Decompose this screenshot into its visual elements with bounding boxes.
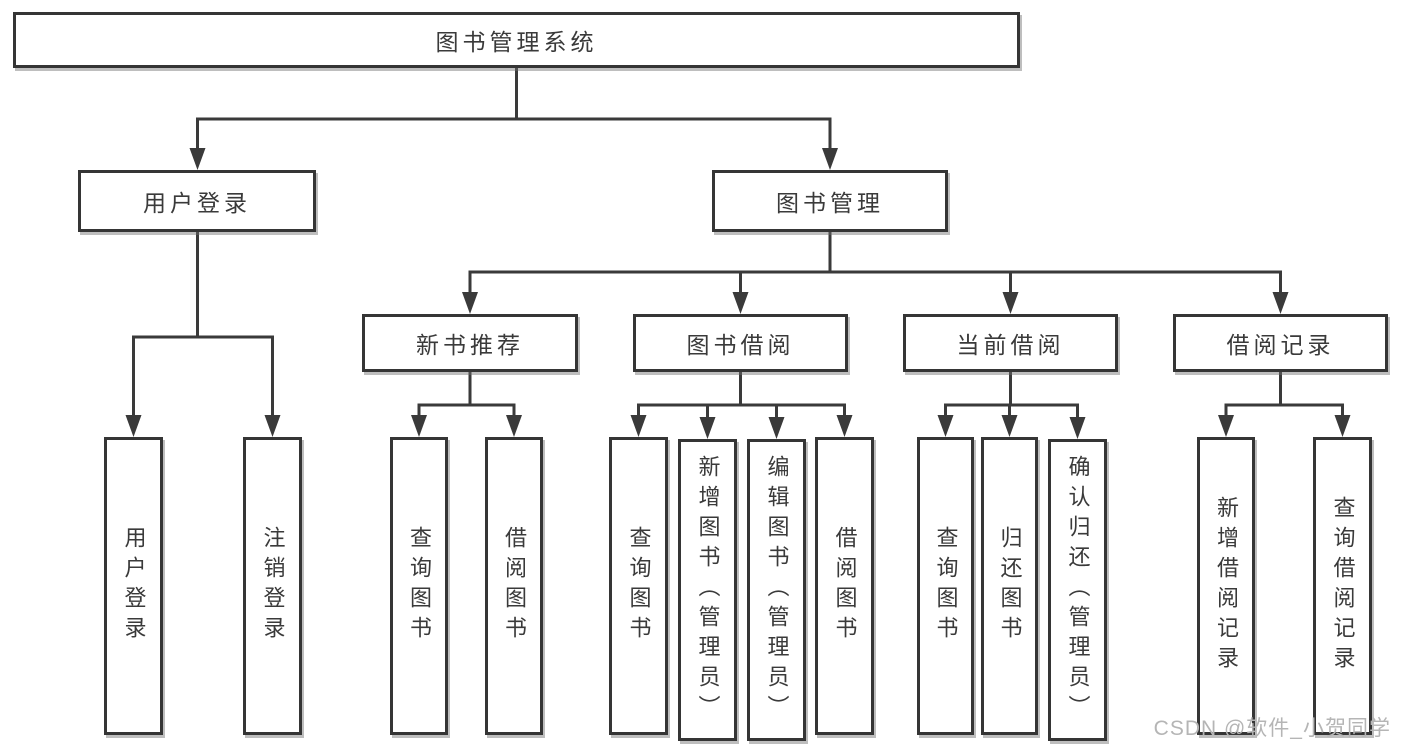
node-borrowing-records-label: 借阅记录 bbox=[1226, 332, 1335, 358]
leaf-borrow-books-1-label: 借阅图书 bbox=[502, 526, 527, 646]
arrow-icon bbox=[822, 148, 838, 170]
arrow-icon bbox=[462, 292, 478, 314]
arrow-icon bbox=[125, 415, 142, 437]
arrow-icon bbox=[1002, 292, 1019, 314]
arrow-icon bbox=[1069, 417, 1086, 439]
leaf-add-books-admin-label: 新增图书（管理员） bbox=[695, 455, 721, 725]
node-book-borrowing-label: 图书借阅 bbox=[686, 332, 795, 358]
leaf-add-borrow-record: 新增借阅记录 bbox=[1197, 437, 1255, 735]
leaf-return-books: 归还图书 bbox=[981, 437, 1038, 735]
leaf-query-books-1-label: 查询图书 bbox=[407, 526, 432, 646]
arrow-icon bbox=[506, 415, 522, 437]
leaf-query-books-3: 查询图书 bbox=[917, 437, 974, 735]
leaf-query-borrow-record-label: 查询借阅记录 bbox=[1330, 496, 1356, 676]
leaf-query-books-2-label: 查询图书 bbox=[626, 526, 652, 646]
node-book-management-label: 图书管理 bbox=[776, 190, 884, 216]
arrowheads bbox=[125, 148, 1351, 439]
leaf-logout-label: 注销登录 bbox=[260, 526, 286, 646]
node-user-login-label: 用户登录 bbox=[143, 190, 251, 216]
node-library-system-label: 图书管理系统 bbox=[435, 29, 598, 55]
arrow-icon bbox=[699, 417, 716, 439]
node-current-borrowing-label: 当前借阅 bbox=[956, 332, 1065, 358]
arrow-icon bbox=[189, 148, 206, 170]
arrow-icon bbox=[836, 415, 853, 437]
arrow-icon bbox=[937, 415, 954, 437]
arrow-icon bbox=[768, 417, 785, 439]
leaf-query-books-1: 查询图书 bbox=[390, 437, 448, 735]
leaf-edit-books-admin-label: 编辑图书（管理员） bbox=[764, 455, 790, 725]
node-library-system: 图书管理系统 bbox=[13, 12, 1020, 68]
leaf-borrow-books-2: 借阅图书 bbox=[815, 437, 874, 735]
arrow-icon bbox=[1001, 415, 1018, 437]
leaf-confirm-return-admin: 确认归还（管理员） bbox=[1048, 439, 1107, 741]
arrow-icon bbox=[1218, 415, 1234, 437]
arrow-icon bbox=[411, 415, 427, 437]
arrow-icon bbox=[732, 292, 749, 314]
node-book-management: 图书管理 bbox=[712, 170, 948, 232]
node-current-borrowing: 当前借阅 bbox=[903, 314, 1118, 372]
node-new-book-recommend: 新书推荐 bbox=[362, 314, 578, 372]
node-user-login: 用户登录 bbox=[78, 170, 316, 232]
csdn-watermark: CSDN @软件_小贺同学 bbox=[1153, 717, 1391, 740]
leaf-return-books-label: 归还图书 bbox=[997, 526, 1023, 646]
leaf-borrow-books-2-label: 借阅图书 bbox=[832, 526, 858, 646]
leaf-logout: 注销登录 bbox=[243, 437, 302, 735]
arrow-icon bbox=[1272, 292, 1289, 314]
node-new-book-recommend-label: 新书推荐 bbox=[416, 332, 524, 358]
arrow-icon bbox=[630, 415, 647, 437]
leaf-add-books-admin: 新增图书（管理员） bbox=[678, 439, 737, 741]
leaf-query-borrow-record: 查询借阅记录 bbox=[1313, 437, 1372, 735]
leaf-confirm-return-admin-label: 确认归还（管理员） bbox=[1065, 455, 1091, 725]
arrow-icon bbox=[264, 415, 281, 437]
leaf-user-login-label: 用户登录 bbox=[121, 526, 147, 646]
leaf-user-login: 用户登录 bbox=[104, 437, 163, 735]
leaf-edit-books-admin: 编辑图书（管理员） bbox=[747, 439, 806, 741]
leaf-add-borrow-record-label: 新增借阅记录 bbox=[1214, 496, 1239, 676]
leaf-query-books-2: 查询图书 bbox=[609, 437, 668, 735]
leaf-query-books-3-label: 查询图书 bbox=[933, 526, 959, 646]
node-borrowing-records: 借阅记录 bbox=[1173, 314, 1388, 372]
node-book-borrowing: 图书借阅 bbox=[633, 314, 848, 372]
leaf-borrow-books-1: 借阅图书 bbox=[485, 437, 543, 735]
arrow-icon bbox=[1334, 415, 1351, 437]
